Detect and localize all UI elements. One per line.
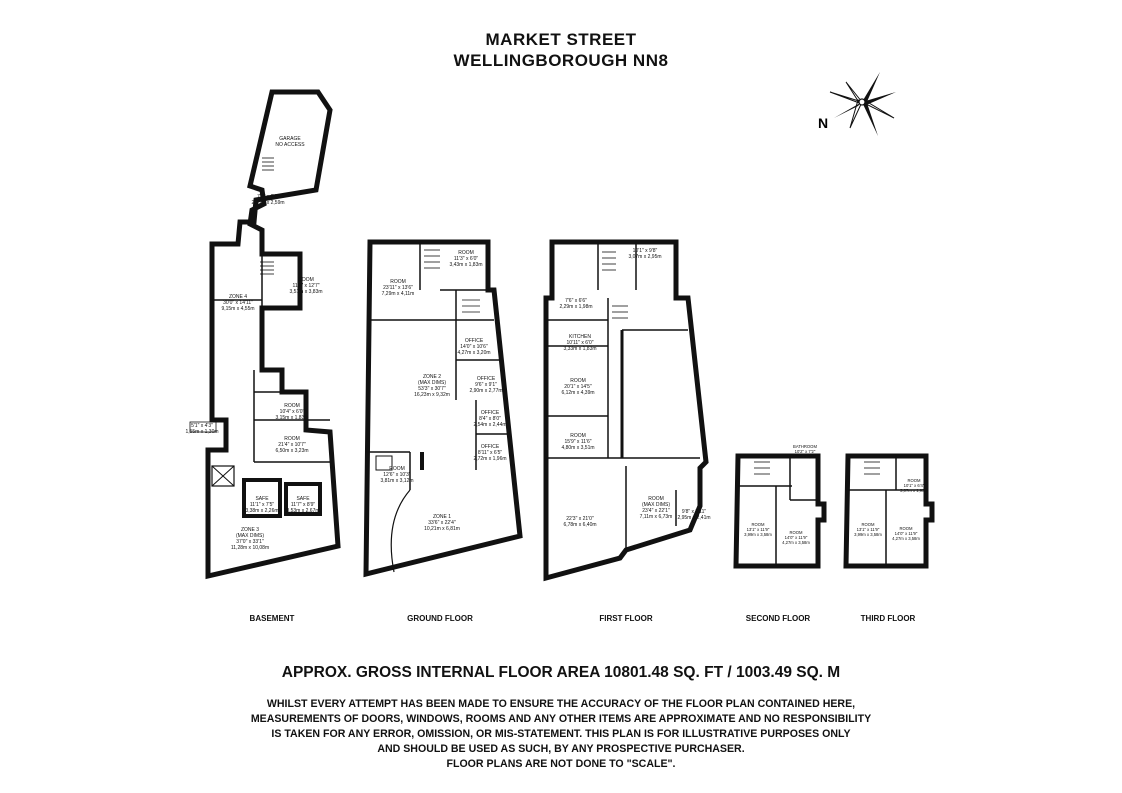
first-floor-plan (543, 239, 709, 582)
room-label: 7'2" x 8'6"2,18m x 2,59m (251, 194, 284, 206)
disclaimer: WHILST EVERY ATTEMPT HAS BEEN MADE TO EN… (0, 697, 1122, 772)
compass-icon: N (818, 72, 896, 136)
room-label: 22'3" x 21'0"6,78m x 6,40m (563, 516, 596, 528)
gross-area-text: APPROX. GROSS INTERNAL FLOOR AREA 10801.… (281, 664, 841, 681)
third-floor-plan (843, 453, 935, 569)
basement-plan (189, 89, 341, 580)
room-label: ZONE 3(MAX DIMS)37'0" x 33'1"11,28m x 10… (231, 527, 269, 551)
room-label: ZONE 2(MAX DIMS)53'3" x 30'7"16,23m x 9,… (414, 374, 450, 398)
compass-north-letter: N (818, 115, 828, 131)
ground-floor-plan (363, 239, 523, 578)
disclaimer-line: MEASUREMENTS OF DOORS, WINDOWS, ROOMS AN… (250, 713, 872, 725)
room-label: ROOM(MAX DIMS)23'4" x 22'1"7,11m x 6,73m (640, 496, 673, 520)
second-floor-plan (733, 453, 827, 569)
floor-label-basement: BASEMENT (249, 614, 295, 623)
room-label: 7'6" x 6'6"2,29m x 1,98m (559, 298, 592, 310)
disclaimer-line: WHILST EVERY ATTEMPT HAS BEEN MADE TO EN… (266, 698, 856, 710)
disclaimer-line: IS TAKEN FOR ANY ERROR, OMISSION, OR MIS… (271, 728, 851, 740)
room-label: 10'1" x 9'8"3,07m x 2,95m (628, 248, 661, 260)
floor-label-third: THIRD FLOOR (860, 614, 916, 623)
title-line-1: MARKET STREET (485, 30, 637, 49)
title-line-2: WELLINGBOROUGH NN8 (453, 51, 669, 70)
floor-label-ground: GROUND FLOOR (407, 614, 473, 623)
disclaimer-line: AND SHOULD BE USED AS SUCH, BY ANY PROSP… (377, 743, 745, 755)
floor-label-second: SECOND FLOOR (745, 614, 811, 623)
disclaimer-line: FLOOR PLANS ARE NOT DONE TO "SCALE". (446, 758, 676, 770)
room-label: 5'1" x 4'3"1,55m x 1,30m (185, 423, 218, 435)
room-label: 9'8" x 7'11"2,95m x 2,41m (677, 509, 710, 521)
floor-label-first: FIRST FLOOR (599, 614, 653, 623)
